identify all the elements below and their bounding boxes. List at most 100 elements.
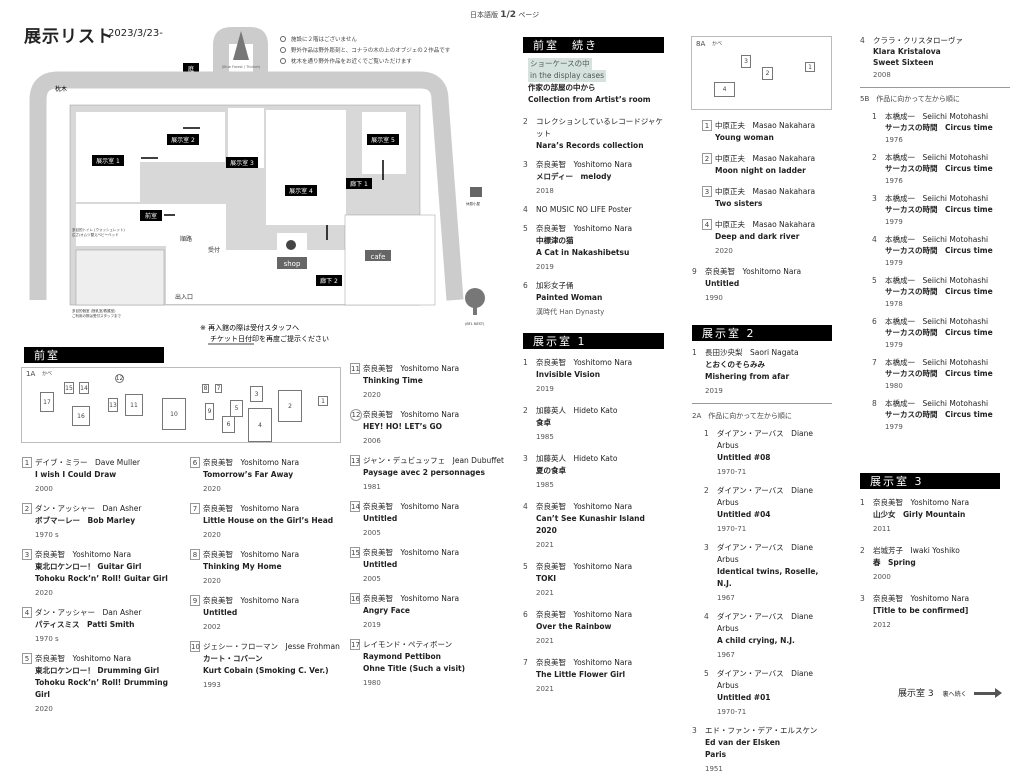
item-number-label: 4 — [704, 612, 709, 621]
artwork-year: 1985 — [536, 433, 554, 441]
artwork-title: メロディー melody — [536, 172, 612, 181]
artwork-title: 東北ロケンロー！ Drumming Girl — [35, 666, 160, 675]
item-number-label: 5 — [22, 653, 32, 664]
room1-label: 展示室 1 — [96, 157, 120, 165]
item-body: NO MUSIC NO LIFE Poster — [536, 204, 632, 216]
artist-name: ダイアン・アーバス Diane Arbus — [717, 486, 813, 507]
cafe-label: cafe — [371, 253, 386, 261]
item-number-label: 5 — [523, 562, 528, 571]
artist-name: 奈良美智 Yoshitomo Nara — [35, 654, 132, 663]
artwork-year: 2021 — [536, 589, 554, 597]
artist-name: ダイアン・アーバス Diane Arbus — [717, 543, 813, 564]
item-number: 6 — [523, 609, 536, 647]
artwork-title: サーカスの時間 Circus time — [885, 123, 993, 132]
artwork-year: 1967 — [717, 594, 735, 602]
section-header-room1: 展示室 1 — [523, 333, 664, 349]
artwork-year: 2020 — [203, 485, 221, 493]
item-number: 1 — [22, 457, 35, 495]
artist-name: 本橋成一 Seiichi Motohashi — [885, 317, 989, 326]
page-indicator: 日本語版 1/2 ページ — [470, 10, 539, 20]
wall-artwork-box: 8 — [202, 384, 209, 393]
artist-name: 奈良美智 Yoshitomo Nara — [363, 594, 460, 603]
artwork-year: 1970-71 — [717, 468, 747, 476]
item-number-label: 2 — [702, 153, 712, 164]
artist-name: 岩城芳子 Iwaki Yoshiko — [873, 546, 960, 555]
item-number-label: 6 — [190, 457, 200, 468]
hall1-label: 廊下 1 — [350, 180, 368, 188]
wall-artwork-box: 9 — [205, 403, 214, 420]
item-number: 5 — [523, 223, 536, 273]
artist-name: 奈良美智 Yoshitomo Nara — [536, 160, 633, 169]
artist-name: 奈良美智 Yoshitomo Nara — [363, 364, 460, 373]
artist-name: 奈良美智 Yoshitomo Nara — [363, 410, 460, 419]
artist-name: 奈良美智 Yoshitomo Nara — [536, 562, 633, 571]
continue-footer[interactable]: 展示室 3 裏へ続く — [898, 686, 1002, 699]
room4-label: 展示室 4 — [289, 187, 313, 195]
nursing-label-2: ご利用の際は受付スタッフまで — [72, 313, 121, 318]
artist-name: 本橋成一 Seiichi Motohashi — [885, 276, 989, 285]
artwork-year: 1970 s — [35, 635, 59, 643]
artwork-title: ボブマーレー Bob Marley — [35, 516, 136, 525]
artwork-title: Untitled — [705, 279, 740, 288]
room2-label: 展示室 2 — [171, 136, 195, 144]
item-number: 2 — [872, 152, 885, 187]
artwork-year: 2020 — [715, 247, 733, 255]
artist-name: 奈良美智 Yoshitomo Nara — [35, 550, 132, 559]
wall-sub-label: かべ — [42, 371, 53, 377]
artwork-year: 2018 — [536, 187, 554, 195]
wall-artwork-box: 16 — [72, 406, 90, 426]
artwork-title: Klara Kristalova — [873, 47, 941, 56]
artwork-year: 2002 — [203, 623, 221, 631]
item-number: 3 — [872, 193, 885, 228]
item-number-label: 6 — [523, 610, 528, 619]
item-number: 4 — [523, 501, 536, 551]
item-number-label: 5 — [704, 669, 709, 678]
artist-name: ダン・アッシャー Dan Asher — [35, 504, 142, 513]
artwork-year: 1979 — [885, 423, 903, 431]
item-number-label: 13 — [350, 455, 360, 466]
artist-name: 奈良美智 Yoshitomo Nara — [203, 596, 300, 605]
artwork-title: Painted Woman — [536, 293, 603, 302]
item-number: 2 — [860, 545, 873, 583]
artwork-title: Paris — [705, 750, 727, 759]
reentry-note-2: チケット日付印を再度ご提示ください — [210, 334, 329, 343]
artwork-title: サーカスの時間 Circus time — [885, 369, 993, 378]
item-number: 1 — [704, 428, 717, 478]
artist-name: 奈良美智 Yoshitomo Nara — [203, 504, 300, 513]
item-number-label: 8 — [190, 549, 200, 560]
wall-artwork-box: 4 — [248, 408, 272, 442]
artwork-year: 2011 — [873, 525, 891, 533]
showcase-label: ショーケースの中 — [528, 58, 592, 70]
wall-artwork-box: 13 — [108, 398, 118, 412]
artist-name: エド・ファン・デア・エルスケン — [705, 726, 818, 735]
item-number: 4 — [22, 607, 35, 645]
wall-artwork-box: 3 — [741, 55, 751, 68]
artwork-year: 1978 — [885, 300, 903, 308]
wall-artwork-box: 5 — [230, 400, 243, 417]
outdoor-top-label: (Blue Forest / Thicket) — [222, 65, 261, 69]
item-number: 15 — [350, 547, 363, 585]
